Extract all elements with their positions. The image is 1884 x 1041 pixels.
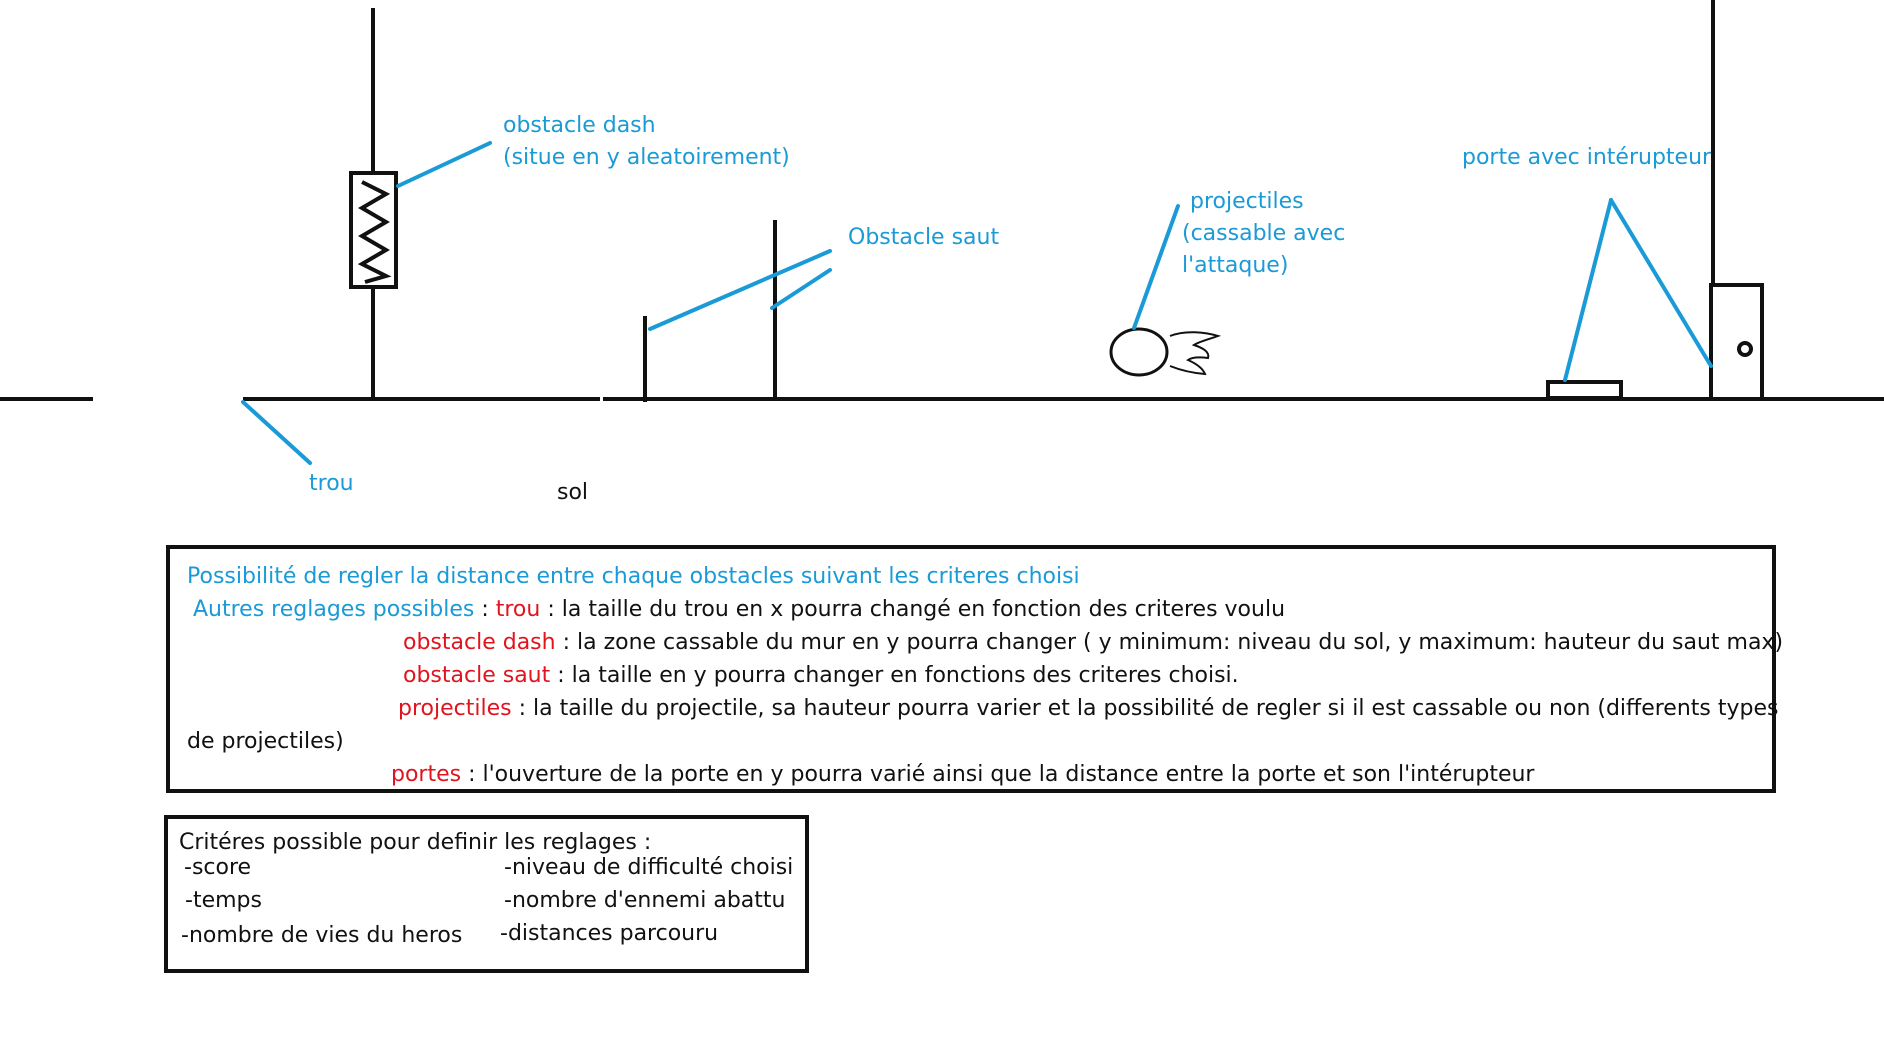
settings-autres-label: Autres reglages possibles	[193, 597, 475, 622]
criteria-item: -distances parcouru	[500, 921, 719, 946]
criteria-item: -temps	[185, 888, 262, 913]
label-projectiles: projectiles (cassable avec l'attaque)	[1182, 189, 1346, 278]
term-trou: trou	[495, 597, 541, 622]
criteria-item: -nombre de vies du heros	[181, 923, 463, 948]
term-portes: portes	[391, 762, 462, 787]
criteria-item: -score	[184, 855, 252, 880]
criteria-item: -nombre d'ennemi abattu	[504, 888, 786, 913]
projectile	[1109, 327, 1222, 377]
label-porte: porte avec intérupteur	[1462, 145, 1712, 170]
settings-box: Possibilité de regler la distance entre …	[166, 545, 1783, 793]
label-dash: obstacle dash (situe en y aleatoirement)	[503, 113, 790, 170]
settings-row-trou: Autres reglages possibles : trou : la ta…	[193, 597, 1286, 622]
settings-row-saut: obstacle saut : la taille en y pourra ch…	[403, 663, 1239, 688]
criteria-heading: Critéres possible pour definir les regla…	[179, 830, 652, 855]
switch	[1546, 380, 1623, 400]
label-trou: trou	[309, 471, 354, 496]
criteria-item: -niveau de difficulté choisi	[504, 855, 794, 880]
label-saut: Obstacle saut	[848, 225, 1000, 250]
jump-obstacles	[643, 220, 777, 402]
pointer-lines	[241, 141, 1713, 465]
criteria-box: Critéres possible pour definir les regla…	[164, 815, 809, 973]
term-saut: obstacle saut	[403, 663, 551, 688]
door	[1709, 0, 1764, 401]
settings-row-portes: portes : l'ouverture de la porte en y po…	[391, 762, 1535, 787]
settings-row-projectiles-cont: de projectiles)	[187, 729, 344, 754]
term-projectiles: projectiles	[398, 696, 512, 721]
term-dash: obstacle dash	[403, 630, 556, 655]
settings-row-projectiles: projectiles : la taille du projectile, s…	[398, 696, 1779, 721]
settings-row-dash: obstacle dash : la zone cassable du mur …	[403, 630, 1784, 655]
label-sol: sol	[557, 480, 589, 505]
dash-obstacle	[349, 8, 398, 399]
settings-heading: Possibilité de regler la distance entre …	[187, 564, 1080, 589]
